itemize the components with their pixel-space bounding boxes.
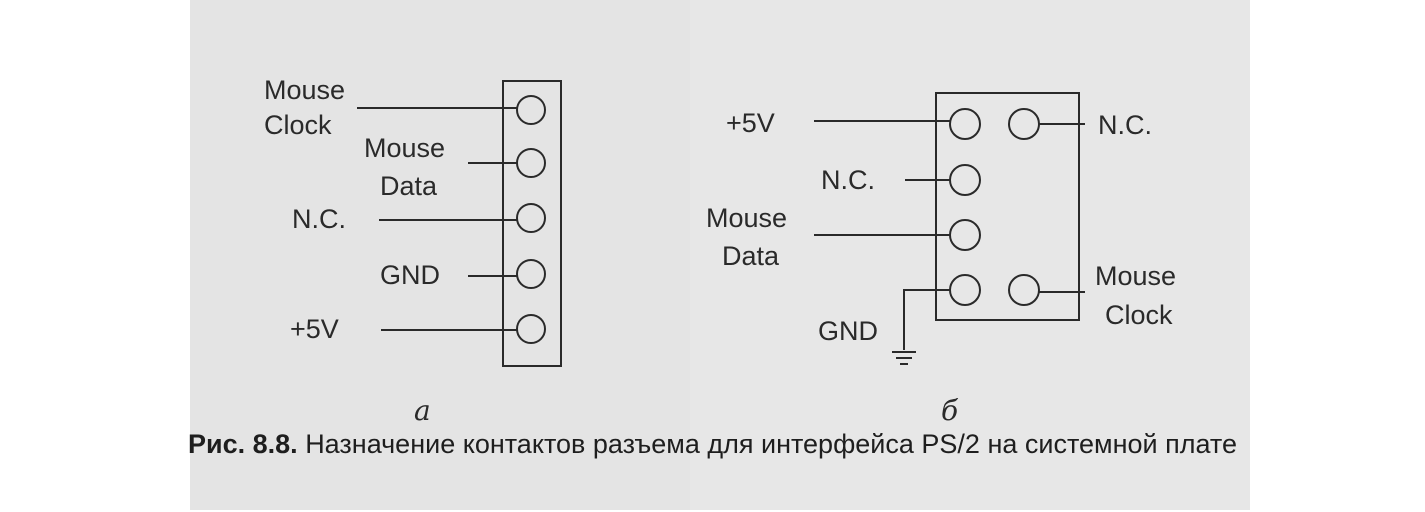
paper-shade-left — [190, 0, 690, 510]
label-b-mouse-clock: Mouse Clock — [1095, 257, 1176, 335]
subtitle-a: a — [414, 394, 431, 427]
label-b-nc-mid: N.C. — [821, 165, 875, 195]
label-b-nc-top: N.C. — [1098, 110, 1152, 140]
connector-a-body — [502, 80, 562, 367]
connector-a-pin-4 — [516, 259, 546, 289]
label-a-nc: N.C. — [292, 204, 346, 234]
label-a-mouse-clock: Mouse Clock — [264, 73, 345, 143]
label-a-gnd: GND — [380, 260, 440, 290]
caption-text: Назначение контактов разъема для интерфе… — [305, 429, 1237, 459]
label-b-mouse-clock-line1: Mouse — [1095, 261, 1177, 291]
label-b-mouse-clock-line2: Clock — [1105, 300, 1173, 330]
label-a-mouse-clock-line2: Clock — [264, 110, 332, 140]
label-b-gnd: GND — [818, 316, 878, 346]
label-a-mouse-data: Mouse Data — [364, 129, 445, 205]
label-b-plus5v: +5V — [726, 108, 775, 138]
caption-prefix: Рис. 8.8. — [188, 429, 298, 459]
connector-a-pin-1 — [516, 95, 546, 125]
label-a-plus5v: +5V — [290, 314, 339, 344]
label-a-mouse-data-line2: Data — [380, 171, 438, 201]
connector-b-body — [935, 92, 1080, 321]
label-b-mouse-data: Mouse Data — [706, 199, 787, 275]
connector-a-pin-3 — [516, 203, 546, 233]
connector-b-pin-6 — [1008, 274, 1040, 306]
label-a-mouse-clock-line1: Mouse — [264, 75, 346, 105]
label-a-mouse-data-line1: Mouse — [364, 133, 446, 163]
lead-b-gnd — [903, 289, 950, 350]
figure-caption: Рис. 8.8. Назначение контактов разъема д… — [0, 429, 1425, 460]
connector-b-pin-1 — [949, 108, 981, 140]
subtitle-b: б — [941, 394, 959, 427]
label-b-mouse-data-line1: Mouse — [706, 203, 788, 233]
label-b-mouse-data-line2: Data — [722, 241, 780, 271]
